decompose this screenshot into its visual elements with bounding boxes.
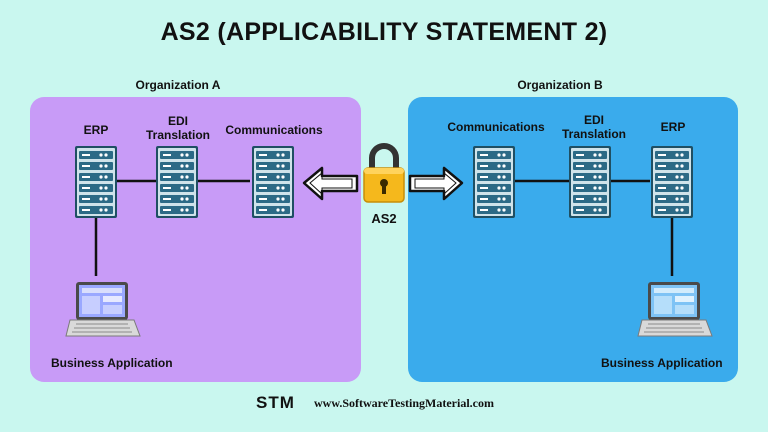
org-a-communications-label: Communications xyxy=(225,123,323,137)
server-icon xyxy=(156,146,198,218)
arrow-right-icon xyxy=(408,166,464,201)
as2-label: AS2 xyxy=(371,211,397,226)
org-a-edi-label: EDI Translation xyxy=(136,114,220,142)
org-b-erp-label: ERP xyxy=(660,120,686,134)
org-b-business-app-label: Business Application xyxy=(601,356,723,370)
server-icon xyxy=(75,146,117,218)
org-b-edi-line2: Translation xyxy=(561,127,626,141)
stm-logo: STM xyxy=(256,393,295,412)
server-icon xyxy=(252,146,294,218)
padlock-icon xyxy=(363,143,405,203)
org-b-edi-line1: EDI xyxy=(583,113,604,127)
org-b-communications-label: Communications xyxy=(447,120,545,134)
org-a-edi-line2: Translation xyxy=(145,128,210,142)
laptop-icon xyxy=(637,281,713,337)
footer-url-link[interactable]: www.SoftwareTestingMaterial.com xyxy=(314,396,494,410)
server-icon xyxy=(651,146,693,218)
server-icon xyxy=(473,146,515,218)
laptop-icon xyxy=(65,281,141,337)
org-b-edi-label: EDI Translation xyxy=(552,113,636,141)
org-a-label: Organization A xyxy=(135,78,221,92)
org-a-erp-label: ERP xyxy=(83,123,109,137)
arrow-left-icon xyxy=(302,166,359,201)
server-icon xyxy=(569,146,611,218)
org-a-edi-line1: EDI xyxy=(167,114,188,128)
org-a-business-app-label: Business Application xyxy=(51,356,173,370)
org-b-label: Organization B xyxy=(517,78,603,92)
page-title: AS2 (APPLICABILITY STATEMENT 2) xyxy=(160,18,608,46)
